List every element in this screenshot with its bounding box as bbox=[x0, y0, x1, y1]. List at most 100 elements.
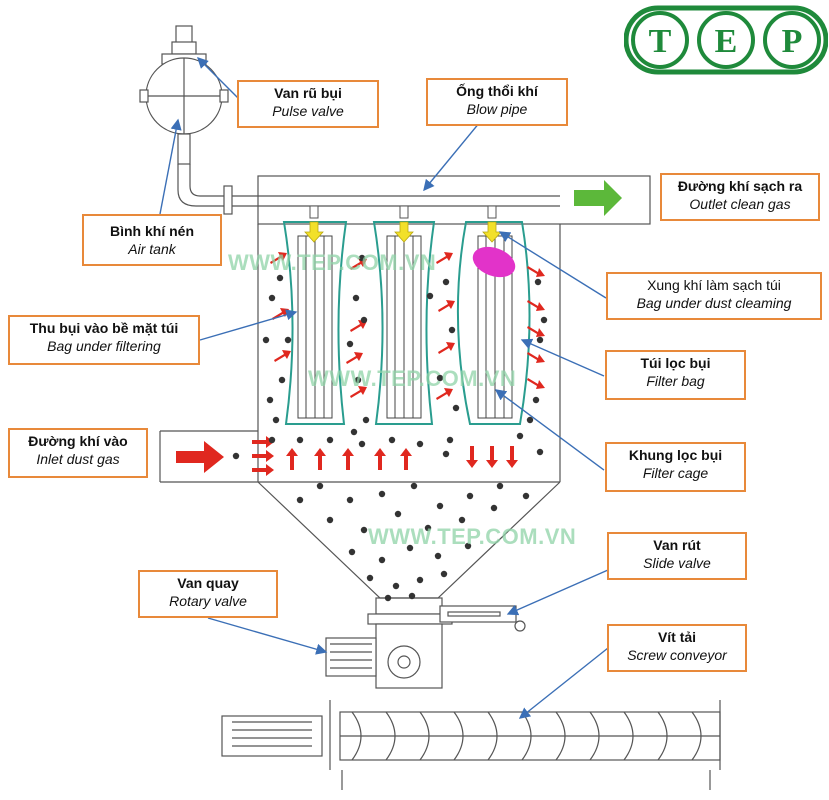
dust-particle bbox=[392, 582, 400, 590]
label-pulse-valve-vi: Van rũ bụi bbox=[274, 85, 342, 101]
label-bag-cleaning-en: Bag under dust cleaming bbox=[636, 295, 792, 311]
dust-particle bbox=[526, 416, 534, 424]
dust-particle bbox=[296, 496, 304, 504]
cleaning-pulse bbox=[472, 246, 516, 278]
logo-letter-e: E bbox=[715, 23, 738, 60]
dust-particle bbox=[496, 482, 504, 490]
dust-particle bbox=[394, 510, 402, 518]
dust-particle bbox=[362, 416, 370, 424]
dust-particle bbox=[284, 336, 292, 344]
dust-particle bbox=[534, 278, 542, 286]
label-air-tank: Bình khí nén Air tank bbox=[82, 214, 222, 266]
label-bag-cleaning: Xung khí làm sạch túi Bag under dust cle… bbox=[606, 272, 822, 320]
dust-particle bbox=[522, 492, 530, 500]
label-filter-bag: Túi lọc bụi Filter bag bbox=[605, 350, 746, 400]
dust-particle bbox=[348, 548, 356, 556]
dust-particle bbox=[266, 396, 274, 404]
dust-particle bbox=[410, 482, 418, 490]
dust-particle bbox=[416, 440, 424, 448]
watermark-bottom: WWW.TEP.COM.VN bbox=[368, 524, 577, 549]
callout-lines bbox=[159, 57, 609, 719]
dust-particle bbox=[360, 316, 368, 324]
dust-particle bbox=[326, 436, 334, 444]
dust-particle bbox=[442, 278, 450, 286]
dust-particle bbox=[384, 594, 392, 602]
dust-particle bbox=[346, 496, 354, 504]
dust-particle bbox=[366, 574, 374, 582]
flow-arrows bbox=[252, 252, 545, 476]
label-bag-filtering-en: Bag under filtering bbox=[47, 338, 161, 354]
screw-conveyor bbox=[221, 700, 721, 790]
logo-letter-p: P bbox=[782, 23, 803, 60]
watermark-middle: WWW.TEP.COM.VN bbox=[308, 366, 517, 391]
label-inlet-dust-gas-en: Inlet dust gas bbox=[36, 451, 120, 467]
dust-particle bbox=[442, 450, 450, 458]
label-slide-valve-en: Slide valve bbox=[643, 555, 711, 571]
dust-particle bbox=[434, 552, 442, 560]
label-bag-filtering-vi: Thu bụi vào bề mặt túi bbox=[29, 320, 179, 336]
label-screw-conveyor-vi: Vít tải bbox=[657, 629, 697, 645]
label-slide-valve: Van rút Slide valve bbox=[607, 532, 747, 580]
slide-valve bbox=[439, 605, 526, 632]
label-rotary-valve: Van quay Rotary valve bbox=[138, 570, 278, 618]
label-blow-pipe-vi: Ống thổi khí bbox=[456, 83, 538, 99]
dust-particle bbox=[536, 448, 544, 456]
dust-particle bbox=[536, 336, 544, 344]
dust-particle bbox=[440, 570, 448, 578]
dust-particle bbox=[378, 490, 386, 498]
dust-particle bbox=[464, 542, 472, 550]
label-inlet-dust-gas: Đường khí vào Inlet dust gas bbox=[8, 428, 148, 478]
dust-particle bbox=[350, 428, 358, 436]
label-filter-cage: Khung lọc bụi Filter cage bbox=[605, 442, 746, 492]
dust-particle bbox=[436, 374, 444, 382]
nozzles bbox=[309, 205, 497, 219]
dust-particle bbox=[426, 292, 434, 300]
label-rotary-valve-en: Rotary valve bbox=[169, 593, 247, 609]
label-bag-cleaning-vi: Xung khí làm sạch túi bbox=[647, 277, 781, 293]
dust-particle bbox=[452, 404, 460, 412]
dust-particle bbox=[446, 436, 454, 444]
dust-particle bbox=[316, 482, 324, 490]
dust-particle bbox=[354, 376, 362, 384]
clean-gas-arrow bbox=[574, 180, 622, 216]
dust-particle bbox=[540, 316, 548, 324]
filter-bags bbox=[282, 221, 531, 425]
dust-particle bbox=[268, 294, 276, 302]
label-pulse-valve-en: Pulse valve bbox=[272, 103, 344, 119]
inlet-duct bbox=[159, 430, 258, 483]
dust-particle bbox=[490, 504, 498, 512]
dust-particle bbox=[458, 516, 466, 524]
dust-particle bbox=[406, 544, 414, 552]
label-air-tank-vi: Bình khí nén bbox=[110, 223, 194, 239]
air-tank bbox=[139, 25, 233, 215]
dust-particle bbox=[448, 326, 456, 334]
label-pulse-valve: Van rũ bụi Pulse valve bbox=[237, 80, 379, 128]
label-outlet-clean-gas: Đường khí sạch ra Outlet clean gas bbox=[660, 173, 820, 221]
dust-particle bbox=[326, 516, 334, 524]
dust-particle bbox=[232, 452, 240, 460]
dust-particle bbox=[466, 492, 474, 500]
watermark-top: WWW.TEP.COM.VN bbox=[228, 250, 437, 275]
dust-particle bbox=[388, 436, 396, 444]
dust-particle bbox=[278, 376, 286, 384]
dust-particle bbox=[268, 436, 276, 444]
dust-particle bbox=[346, 340, 354, 348]
label-filter-bag-vi: Túi lọc bụi bbox=[640, 355, 711, 371]
label-air-tank-en: Air tank bbox=[128, 241, 176, 257]
dust-particle bbox=[358, 440, 366, 448]
dust-particle bbox=[360, 526, 368, 534]
label-blow-pipe: Ống thổi khí Blow pipe bbox=[426, 78, 568, 126]
label-filter-cage-en: Filter cage bbox=[642, 465, 709, 481]
inlet-arrow bbox=[176, 441, 224, 473]
dust-particle bbox=[358, 254, 366, 262]
label-bag-filtering: Thu bụi vào bề mặt túi Bag under filteri… bbox=[8, 315, 200, 365]
logo-letter-t: T bbox=[649, 23, 672, 60]
rotary-valve bbox=[325, 613, 453, 689]
label-slide-valve-vi: Van rút bbox=[653, 537, 701, 553]
tep-logo: T E P bbox=[624, 5, 828, 75]
dust-particle bbox=[436, 502, 444, 510]
dust-particle bbox=[276, 274, 284, 282]
dust-particle bbox=[532, 396, 540, 404]
label-rotary-valve-vi: Van quay bbox=[177, 575, 239, 591]
